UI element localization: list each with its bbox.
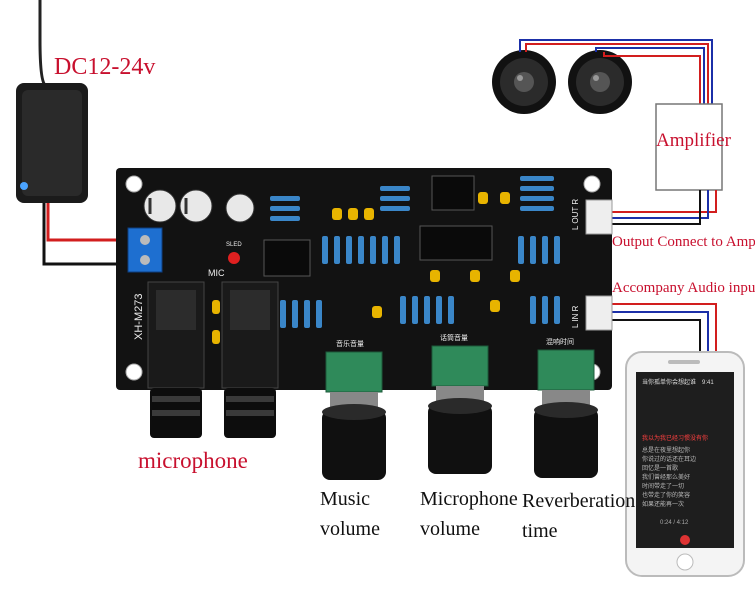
input-wire-black [612,319,701,360]
power-cable-top [38,0,47,87]
phone-song-title: 当你孤单你会想起谁 [642,378,696,386]
music-volume-label: Music volume [320,488,380,540]
ic-chip [419,225,493,261]
phone-lyric-line: 你说过的话还在耳边 [642,455,696,463]
phone-lyrics: 总是在夜里想起你你说过的话还在耳边回忆是一首歌我们曾经那么美好时间带走了一切也带… [642,446,696,508]
phone-score: 0:24 / 4:12 [660,520,689,526]
terminal-screw-icon [140,255,150,265]
output-label: Output Connect to Amplifier [612,234,755,250]
led-icon [228,252,240,264]
speaker-left-icon [492,50,556,114]
power-wire-black [42,203,142,266]
phone-lyric-line: 时间带走了一切 [642,482,684,490]
smartphone [625,351,745,577]
supply-label: DC12-24v [54,54,156,80]
phone-lyric-highlight: 我以为我已经习惯没有你 [642,434,708,442]
knob-mic-volume[interactable] [428,345,492,474]
power-led-icon [20,182,28,190]
terminal-screw-icon [140,235,150,245]
speaker-wire-blue-2 [595,47,705,104]
amplifier-box [655,103,723,191]
reverb-time-label: Reverberation time [522,490,636,542]
mic-volume-label: Microphone volume [420,488,518,540]
output-wire-red [612,190,717,213]
knob-music-volume[interactable] [322,351,386,480]
output-wire-blue [612,190,709,219]
phone-record-button[interactable] [680,535,690,545]
amplifier-label: Amplifier [656,130,731,151]
board-knob-music-label: 音乐音量 [336,339,364,348]
mount-hole-icon [125,363,143,381]
speaker-wire-red [525,43,709,104]
mount-hole-icon [583,175,601,193]
input-label: Accompany Audio input [612,280,755,296]
phone-lyric-line: 也带走了你的笑容 [642,491,690,499]
input-wire-blue [612,311,709,360]
knob-reverb-time[interactable] [534,349,598,478]
capacitors [143,189,255,223]
input-connector [585,295,613,331]
mic-jack-left [147,281,205,438]
speaker-right-icon [568,50,632,114]
film-capacitors [212,192,520,344]
resistor-array [270,176,560,328]
board-lout-label: L OUT R [571,199,580,230]
phone-lyric-line: 我们曾经那么美好 [642,473,690,481]
output-wire-black [612,190,701,225]
microphone-label: microphone [138,448,248,473]
board-lin-label: L IN R [571,305,580,328]
power-wire-red [46,203,142,242]
output-connector [585,199,613,235]
board-knob-mic-label: 话筒音量 [440,333,468,342]
power-terminal [127,227,163,273]
phone-lyric-line: 总是在夜里想起你 [642,446,690,454]
speaker-wire-red-2 [603,52,701,104]
mic-jack-right [221,281,279,438]
power-adapter-face [22,90,82,196]
phone-status-time: 9:41 [702,380,714,386]
ic-chip [431,175,475,211]
board-knob-reverb-label: 混响时间 [546,337,574,346]
input-wire-red [612,303,717,360]
mount-hole-icon [125,175,143,193]
phone-lyric-line: 回忆是一首歌 [642,464,678,472]
ic-chip [263,239,311,277]
board-mic-label: MIC [208,268,225,278]
phone-lyric-line: 如果还能再一次 [642,500,684,508]
board-model-label: XH-M273 [133,294,145,340]
speaker-wire-blue [519,39,713,104]
board-led-label: SLED [226,242,242,248]
